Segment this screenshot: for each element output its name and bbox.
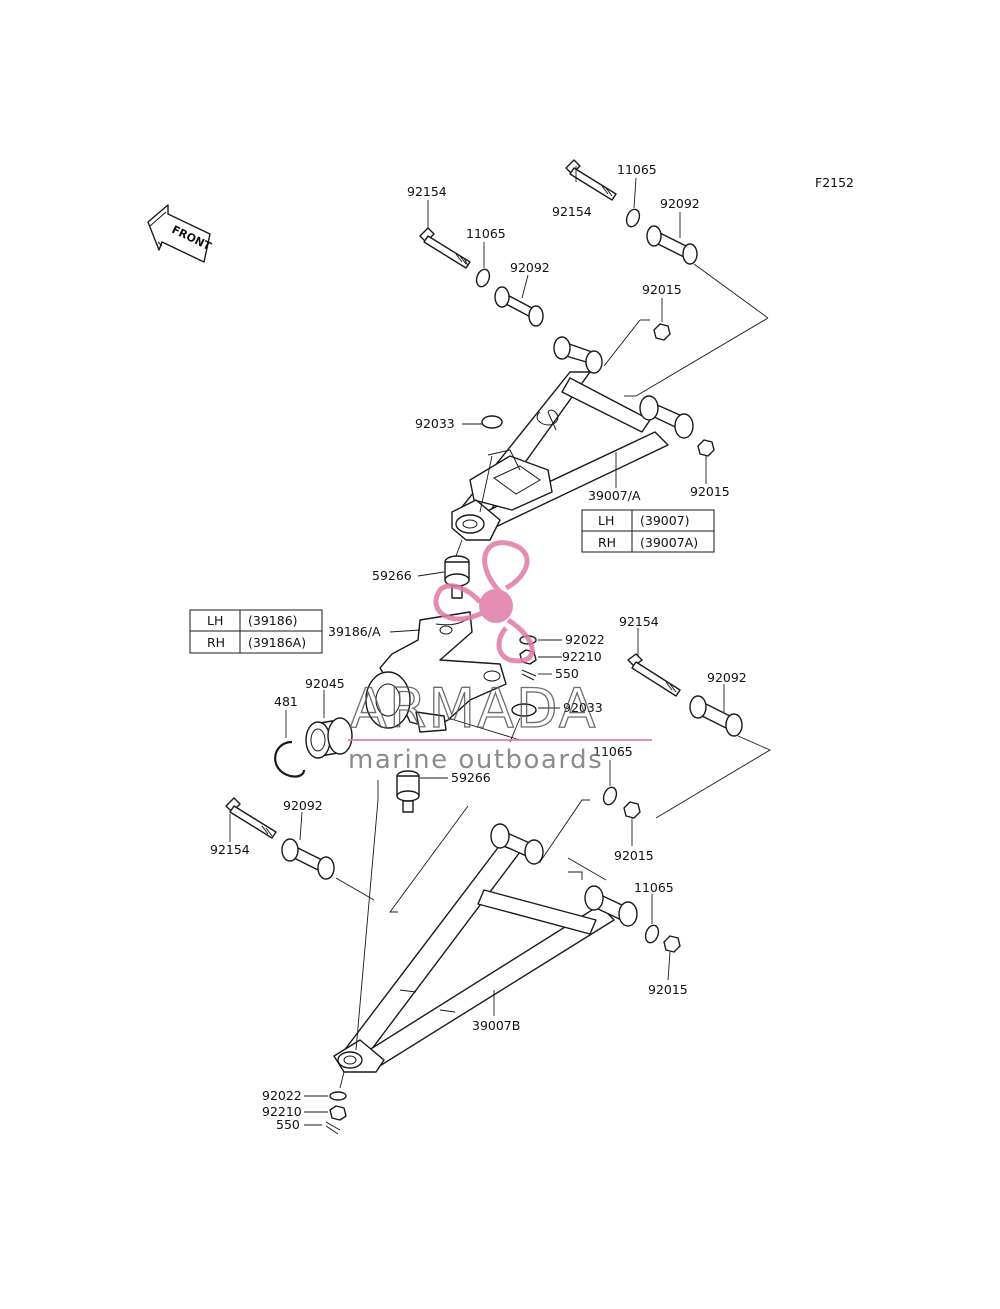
callout-upper-washer-left: 11065 xyxy=(466,226,506,241)
upper-washer-left xyxy=(475,268,491,288)
lower-bolt-right xyxy=(627,653,681,697)
propeller-logo-icon xyxy=(433,540,535,664)
callout-circlip: 481 xyxy=(274,694,298,709)
lower-bush-left xyxy=(281,838,335,880)
knuckle-table-lh: LH xyxy=(207,613,223,628)
callout-lower-balljoint: 59266 xyxy=(451,770,491,785)
upper-bolt-right xyxy=(565,159,617,201)
upper-washer-right xyxy=(625,208,641,228)
bottom-washer xyxy=(329,1091,347,1101)
bearing xyxy=(305,717,353,759)
callout-bottom-washer: 92022 xyxy=(262,1088,302,1103)
lower-washer-mid xyxy=(602,786,618,806)
callout-upper-bush-right: 92092 xyxy=(660,196,700,211)
lower-bush-right xyxy=(689,695,743,737)
callout-knuckle: 39186/A xyxy=(328,624,381,639)
callout-bottom-pin: 550 xyxy=(276,1117,300,1132)
figure-code: F2152 xyxy=(815,175,854,190)
callout-upper-nut-right: 92015 xyxy=(690,484,730,499)
lower-washer-right xyxy=(644,924,660,944)
watermark: ARMADA marine outboards xyxy=(348,540,652,775)
arm-side-table: LH (39007) RH (39007A) xyxy=(581,509,715,553)
leader-upper-balljoint xyxy=(417,571,445,577)
callout-upper-washer-right: 11065 xyxy=(617,162,657,177)
callout-upper-arm: 39007/A xyxy=(588,488,641,503)
callout-lower-nut-right: 92015 xyxy=(648,982,688,997)
lower-balljoint xyxy=(396,770,420,813)
mid-clip xyxy=(511,703,537,717)
lower-nut-mid xyxy=(623,801,641,819)
upper-arm xyxy=(451,336,694,541)
lower-nut-right xyxy=(663,935,681,953)
callout-bearing: 92045 xyxy=(305,676,345,691)
upper-nut-right xyxy=(697,439,715,457)
watermark-brand: ARMADA xyxy=(350,677,598,740)
callout-lower-bolt-left: 92154 xyxy=(210,842,250,857)
callout-lower-bolt-right: 92154 xyxy=(619,614,659,629)
watermark-tagline: marine outboards xyxy=(348,745,603,775)
upper-nut-top xyxy=(653,323,671,341)
arm-table-lh: LH xyxy=(598,513,614,528)
callout-lower-washer-mid: 11065 xyxy=(593,744,633,759)
upper-bolt-left xyxy=(419,227,471,269)
callout-knuckle-pin: 550 xyxy=(555,666,579,681)
circlip xyxy=(274,740,306,778)
callout-knuckle-nut: 92210 xyxy=(562,649,602,664)
callout-knuckle-washer: 92022 xyxy=(565,632,605,647)
callout-upper-balljoint: 59266 xyxy=(372,568,412,583)
callout-mid-clip: 92033 xyxy=(563,700,603,715)
callout-lower-nut-mid: 92015 xyxy=(614,848,654,863)
callout-upper-clip: 92033 xyxy=(415,416,455,431)
knuckle-table-rh: RH xyxy=(207,635,225,650)
knuckle-side-table: LH (39186) RH (39186A) xyxy=(189,609,323,654)
callout-lower-bush-left: 92092 xyxy=(283,798,323,813)
arm-table-rh-part: (39007A) xyxy=(640,535,698,550)
knuckle xyxy=(365,611,507,733)
lower-arm xyxy=(333,823,638,1073)
knuckle-table-rh-part: (39186A) xyxy=(248,635,306,650)
upper-leaders xyxy=(427,166,769,557)
leader-knuckle xyxy=(389,629,421,633)
upper-bush-left xyxy=(494,286,544,327)
upper-clip xyxy=(481,415,503,429)
callout-upper-bolt-right: 92154 xyxy=(552,204,592,219)
lower-leaders xyxy=(335,735,771,1089)
knuckle-table-lh-part: (39186) xyxy=(248,613,298,628)
bottom-pin xyxy=(325,1121,341,1135)
knuckle-pin xyxy=(521,669,537,681)
upper-balljoint xyxy=(444,555,470,599)
bottom-nut xyxy=(329,1105,347,1121)
upper-bush-right xyxy=(646,225,698,265)
callout-lower-washer-right: 11065 xyxy=(634,880,674,895)
callout-upper-bolt-left: 92154 xyxy=(407,184,447,199)
lower-bolt-left xyxy=(225,797,277,839)
front-arrow-icon: FRONT xyxy=(147,204,214,263)
callout-upper-bush-left: 92092 xyxy=(510,260,550,275)
callout-lower-bush-right: 92092 xyxy=(707,670,747,685)
arm-table-rh: RH xyxy=(598,535,616,550)
arm-table-lh-part: (39007) xyxy=(640,513,690,528)
callout-bottom-nut: 92210 xyxy=(262,1104,302,1119)
callout-upper-nut-top: 92015 xyxy=(642,282,682,297)
callout-lower-arm: 39007B xyxy=(472,1018,520,1033)
